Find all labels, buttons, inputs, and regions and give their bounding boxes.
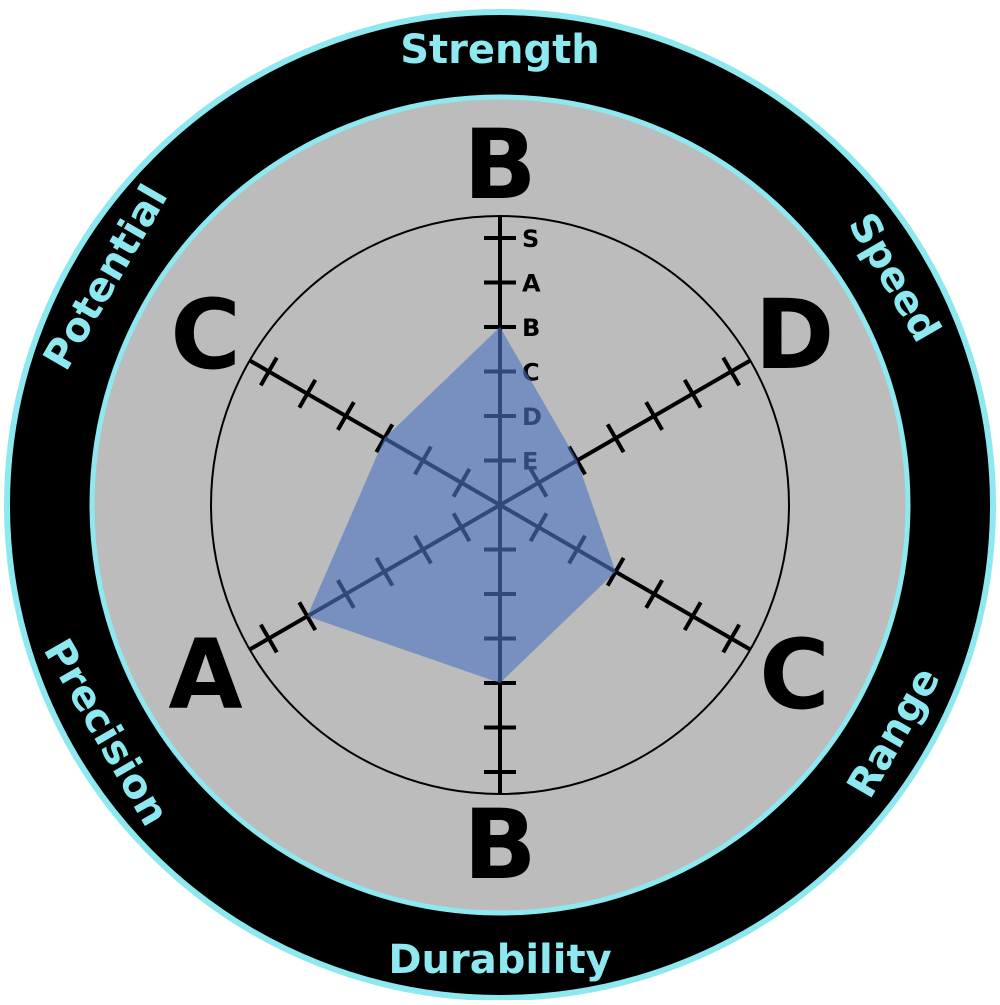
- axis-label-durability: Durability: [388, 937, 611, 983]
- grade-label-strength: B: [463, 109, 536, 221]
- scale-tick-label: A: [522, 270, 541, 298]
- grade-label-range: C: [759, 619, 829, 731]
- grade-label-speed: D: [755, 279, 835, 391]
- grade-label-potential: C: [170, 279, 240, 391]
- axis-label-strength: Strength: [400, 27, 600, 73]
- grade-label-precision: A: [168, 619, 242, 731]
- grade-label-durability: B: [463, 789, 536, 901]
- scale-tick-label: B: [522, 314, 540, 342]
- scale-tick-label: S: [522, 225, 539, 253]
